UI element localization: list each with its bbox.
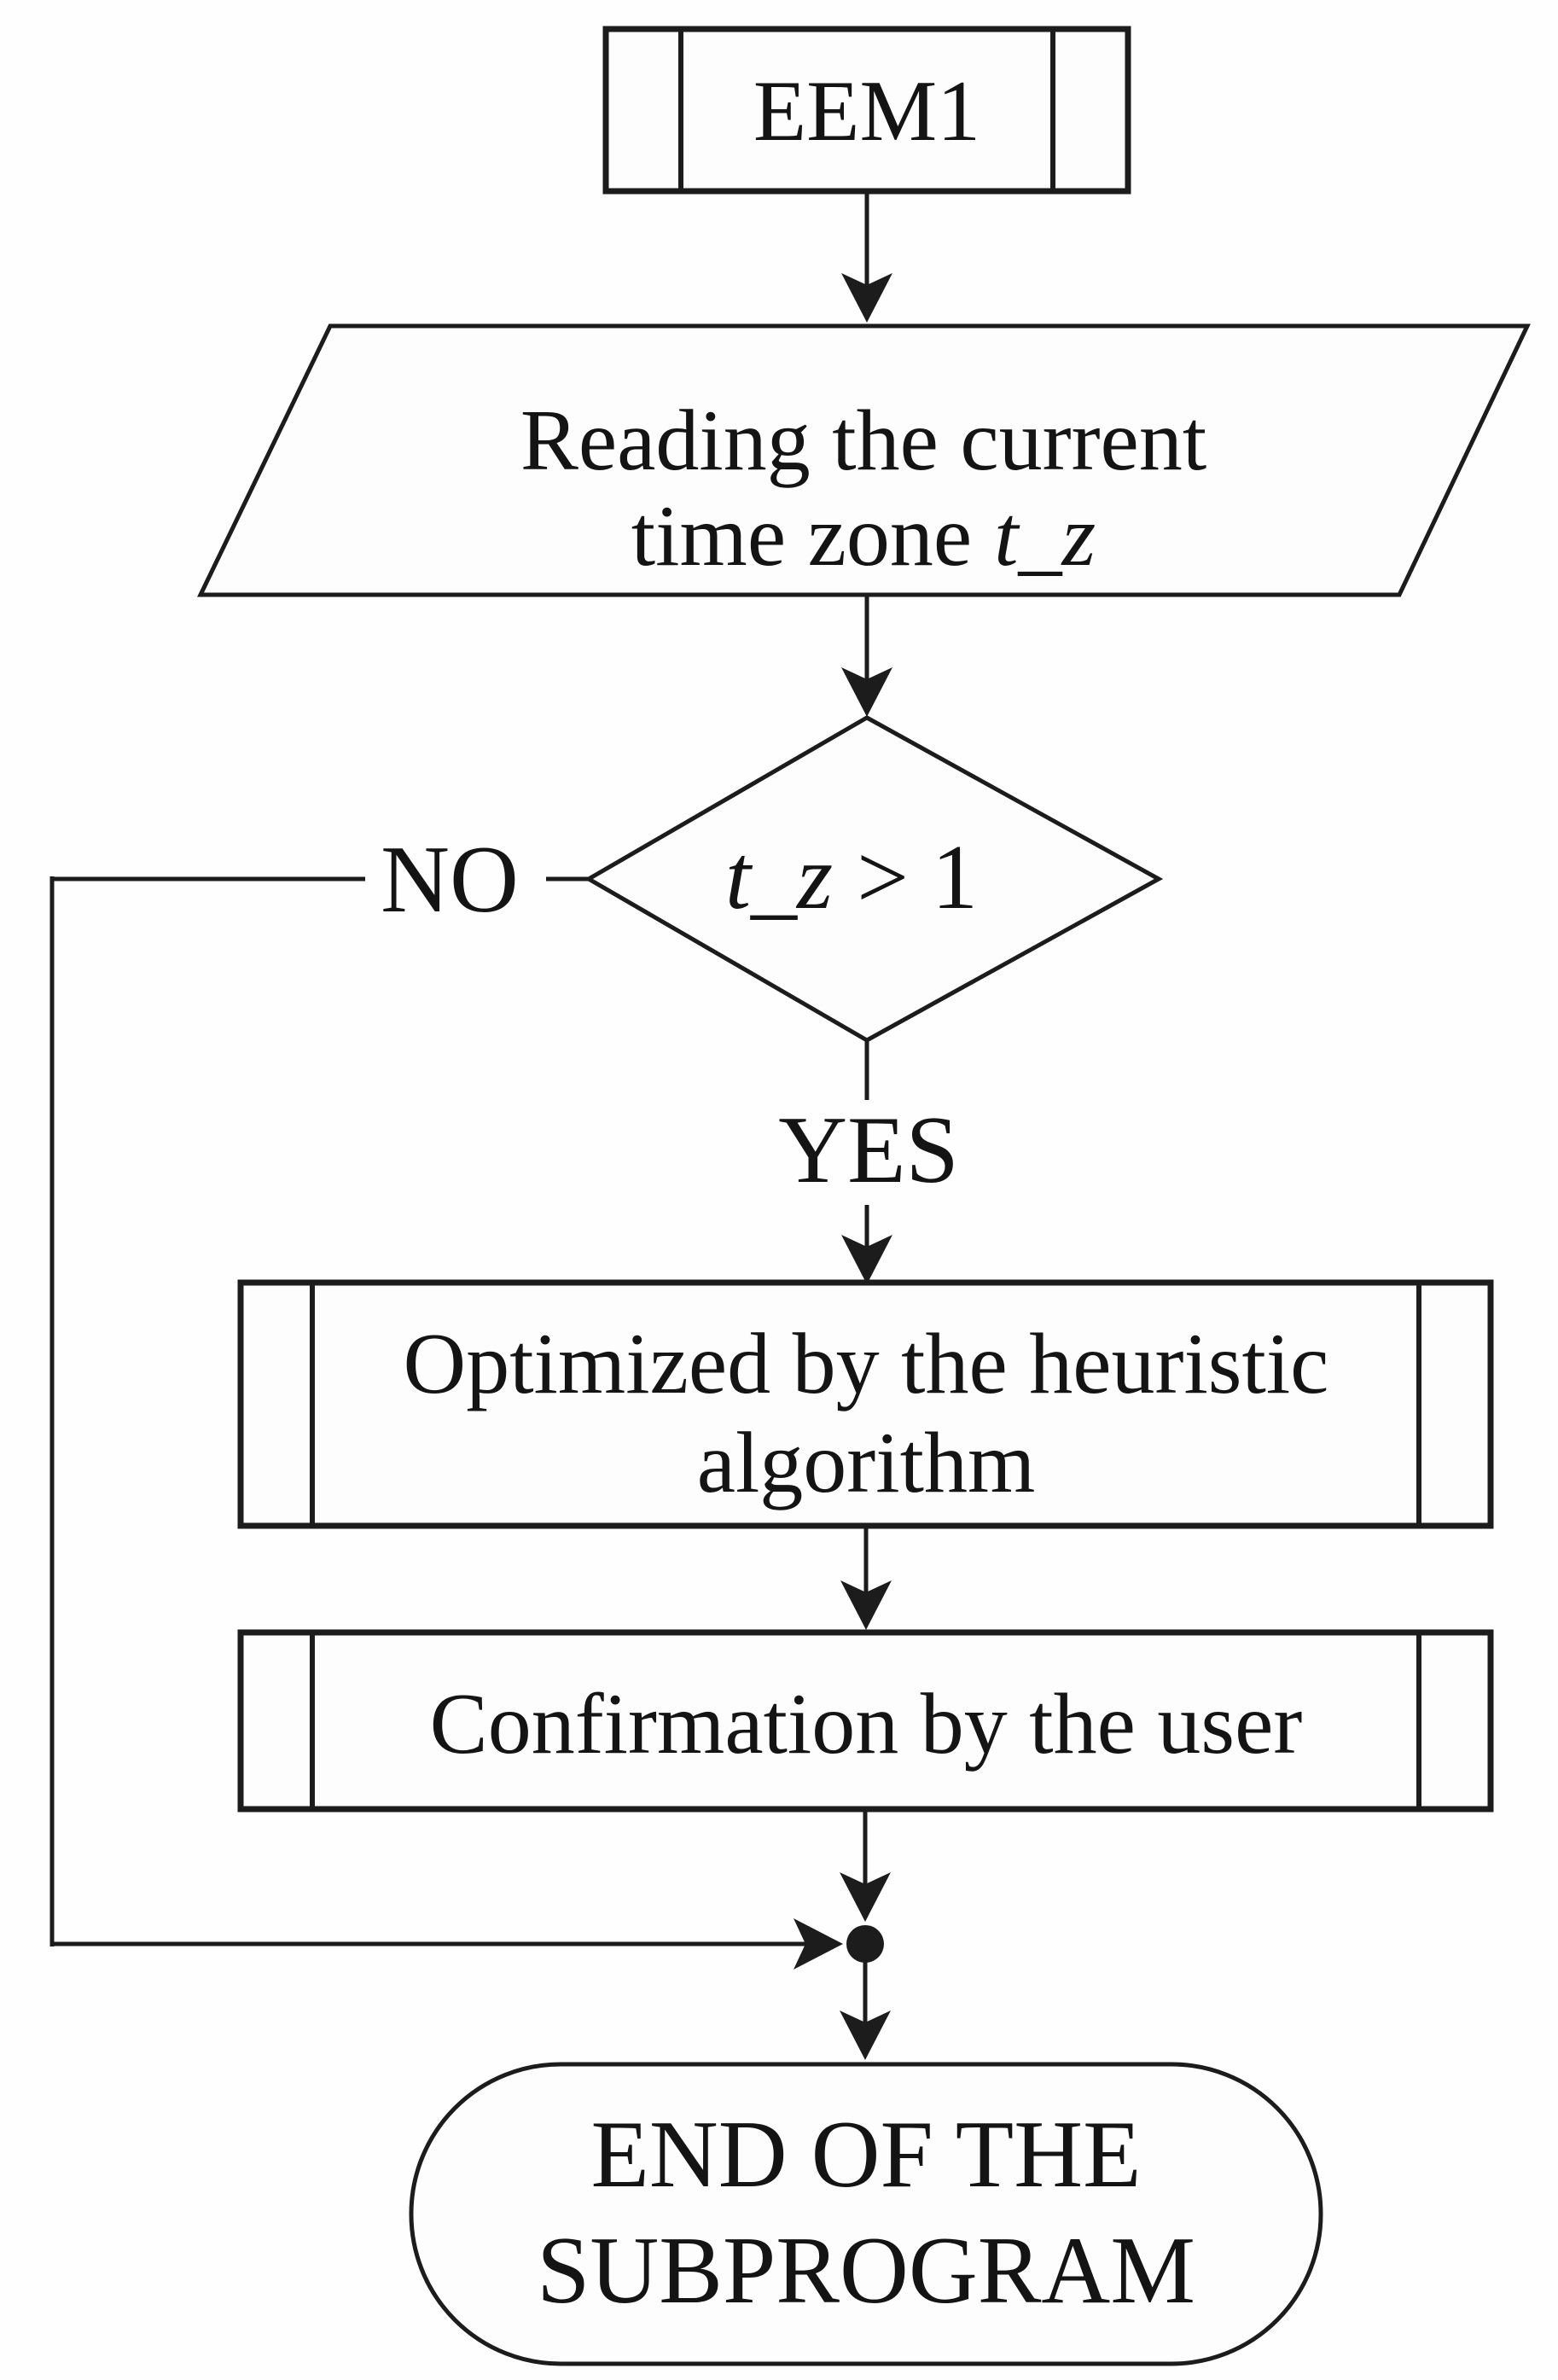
confirm-node: Confirmation by the user: [237, 1629, 1494, 1813]
end-node-terminator: [409, 2062, 1323, 2366]
arrowhead-into-end: [840, 2010, 891, 2060]
arrowhead-into-input: [841, 273, 892, 323]
start-node: EEM1: [602, 26, 1131, 195]
optimize-node-line1: Optimized by the heuristic: [404, 1316, 1329, 1412]
yes-branch: YES: [778, 1040, 959, 1284]
input-node-parallelogram: [197, 323, 1531, 597]
optimize-node-box: [237, 1279, 1494, 1529]
input-node-line1: Reading the current: [520, 393, 1206, 489]
end-node-line1: END OF THE: [590, 2102, 1141, 2208]
end-node-line2: SUBPROGRAM: [537, 2218, 1195, 2324]
input-node-line2-text: time zone: [631, 488, 972, 585]
no-branch: NO: [49, 827, 843, 1970]
start-node-box: [602, 26, 1131, 195]
input-node-variable: t_z: [994, 488, 1096, 585]
confirm-node-label: Confirmation by the user: [430, 1676, 1303, 1772]
decision-node: t_z> 1: [584, 715, 1164, 1043]
arrowhead-no-into-merge: [794, 1918, 843, 1970]
arrowhead-into-merge: [840, 1872, 891, 1922]
decision-node-operator: > 1: [857, 827, 978, 928]
arrowhead-into-optimize: [841, 1235, 892, 1284]
end-node: END OF THE SUBPROGRAM: [409, 2062, 1323, 2366]
start-node-label: EEM1: [753, 63, 980, 160]
optimize-node: Optimized by the heuristic algorithm: [237, 1279, 1494, 1529]
decision-node-variable: t_z: [725, 827, 833, 928]
arrowhead-into-confirm: [840, 1580, 892, 1630]
optimize-node-line2: algorithm: [697, 1415, 1036, 1511]
no-edge-label: NO: [381, 827, 519, 933]
arrowhead-into-decision: [841, 667, 892, 717]
yes-edge-label: YES: [778, 1097, 959, 1203]
decision-node-condition: t_z> 1: [725, 827, 978, 928]
